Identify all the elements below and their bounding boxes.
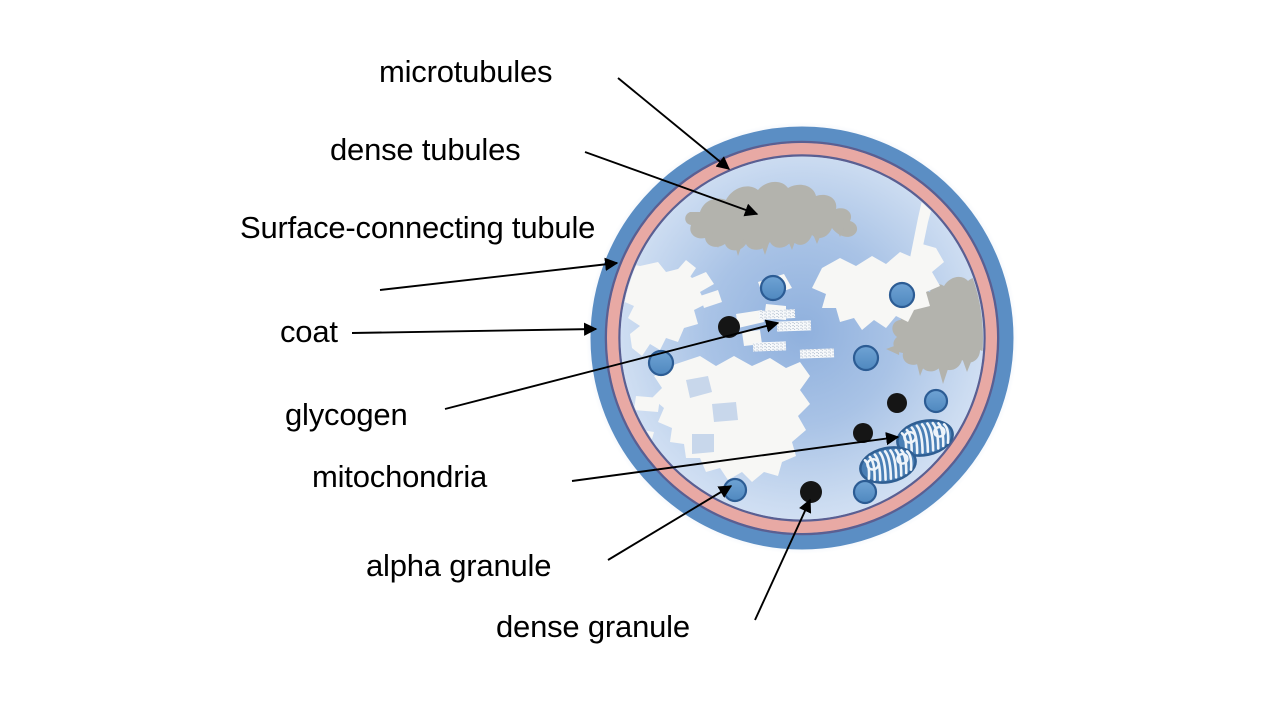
- alpha-granule: [923, 388, 949, 414]
- dense-granule: [853, 423, 873, 443]
- leader-line-alpha-granule: [607, 485, 733, 561]
- canalicular-branch-left-a: [634, 260, 722, 316]
- mitochondrion-crista-loop: [896, 452, 909, 465]
- dense-granule: [887, 393, 907, 413]
- label-coat: coat: [280, 314, 338, 349]
- alpha-granule: [647, 349, 675, 377]
- platelet-cell: [586, 122, 1018, 554]
- leader-line-surface-connecting-tubule: [379, 257, 619, 291]
- alpha-granule: [722, 477, 748, 503]
- mitochondrion: [896, 419, 954, 457]
- dense-granule-layer: [718, 316, 907, 503]
- label-microtubules: microtubules: [379, 54, 553, 89]
- alpha-granule: [852, 479, 878, 505]
- dense-granule: [718, 316, 740, 338]
- dense-granule: [800, 481, 822, 503]
- cytoplasm-inner-shading: [686, 376, 738, 454]
- leader-line-coat: [351, 322, 598, 336]
- glycogen-granule: [776, 320, 812, 332]
- leader-line-layer: [351, 77, 900, 621]
- dense-tubule-blob-top-fingers: [712, 225, 845, 256]
- label-alpha-granule: alpha granule: [366, 548, 552, 583]
- glycogen-granule: [758, 309, 796, 320]
- cell-membrane-outer-line: [604, 140, 1000, 536]
- label-glycogen: glycogen: [285, 397, 408, 432]
- leader-line-glycogen: [444, 319, 780, 410]
- dense-tubule-blob-right-fingers: [886, 344, 983, 384]
- mitochondrion-crista-loop: [903, 431, 917, 444]
- leader-line-mitochondria: [571, 432, 900, 482]
- mitochondrion-crista-loop: [866, 458, 880, 471]
- cell-membrane-inner-line: [618, 154, 986, 522]
- mitochondria-layer: [859, 419, 954, 484]
- leader-line-dense-granule: [754, 498, 812, 621]
- cell-outer-blue-ring: [590, 126, 1014, 550]
- glycogen-granule: [752, 341, 787, 352]
- glycogen-granule: [799, 348, 835, 359]
- cell-coat-band: [607, 143, 997, 533]
- alpha-granule: [888, 281, 916, 309]
- mitochondrion: [859, 446, 917, 484]
- alpha-granule: [759, 274, 787, 302]
- alpha-granule: [852, 344, 880, 372]
- label-mitochondria: mitochondria: [312, 459, 488, 494]
- label-dense-granule: dense granule: [496, 609, 690, 644]
- leader-line-microtubules: [617, 77, 731, 170]
- label-dense-tubules: dense tubules: [330, 132, 521, 167]
- label-surface-connecting-tubule: Surface-connecting tubule: [240, 210, 596, 245]
- glycogen-layer: [752, 309, 835, 359]
- leader-line-dense-tubules: [584, 151, 759, 217]
- mitochondrion-crista-loop: [933, 425, 946, 438]
